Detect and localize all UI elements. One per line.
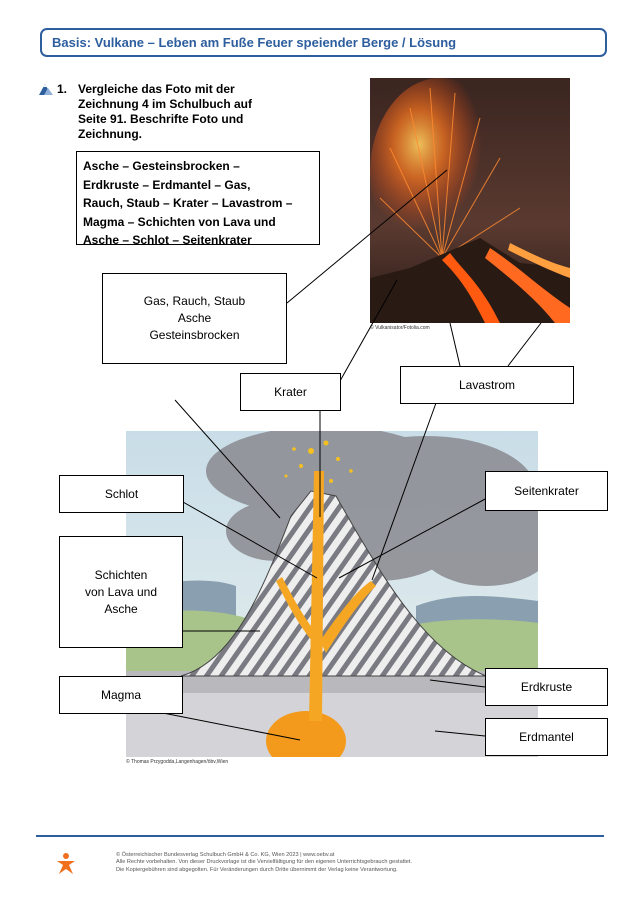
word-list-line: Magma – Schichten von Lava und	[83, 214, 276, 229]
word-list-line: Asche – Gesteinsbrocken –	[83, 159, 240, 173]
label-krater: Krater	[240, 373, 341, 411]
word-list-box: Asche – Gesteinsbrocken – Erdkruste – Er…	[76, 151, 320, 247]
page-title: Basis: Vulkane – Leben am Fuße Feuer spe…	[40, 28, 607, 57]
photo-credit: © Vulkanisator/Fotolia.com	[370, 325, 430, 331]
task-instruction: Vergleiche das Foto mit der Zeichnung 4 …	[78, 82, 278, 142]
footer-line-text: Die Kopiergebühren sind abgegolten. Für …	[116, 866, 398, 873]
word-list-line: Rauch, Staub – Krater – Lavastrom –	[83, 196, 293, 210]
label-seitenkrater: Seitenkrater	[485, 471, 608, 511]
label-line: Gas, Rauch, Staub	[143, 294, 246, 308]
publisher-logo-icon	[57, 853, 75, 874]
label-line: Asche	[104, 601, 138, 616]
label-schlot: Schlot	[59, 475, 184, 513]
footer-copyright: © Österreichischer Bundesverlag Schulbuc…	[116, 852, 576, 874]
label-magma: Magma	[59, 676, 183, 714]
task-line: Zeichnung 4 im Schulbuch auf	[78, 97, 253, 111]
word-list-line: Erdkruste – Erdmantel – Gas,	[83, 177, 251, 192]
label-line: Gesteinsbrocken	[149, 328, 240, 342]
footer-divider	[36, 835, 604, 837]
task-number: 1.	[57, 82, 68, 96]
volcano-photo	[370, 78, 570, 323]
word-list-line: Asche – Schlot – Seitenkrater	[83, 233, 252, 247]
footer-line-text: © Österreichischer Bundesverlag Schulbuc…	[116, 852, 335, 858]
volcano-cross-section-drawing	[126, 431, 538, 757]
label-line: Schichten	[94, 567, 148, 582]
label-line: Asche	[177, 311, 212, 325]
label-line: von Lava und	[84, 584, 158, 599]
drawing-credit: © Thomas Przygodda,Langenhagen/öbv,Wien	[126, 759, 229, 765]
label-erdmantel: Erdmantel	[485, 718, 608, 756]
label-erdkruste: Erdkruste	[485, 668, 608, 706]
mountain-icon	[39, 84, 53, 95]
task-line: Vergleiche das Foto mit der	[78, 82, 235, 96]
label-lavastrom: Lavastrom	[400, 366, 574, 404]
task-line: Zeichnung.	[78, 127, 142, 141]
label-gas-rauch-staub: Gas, Rauch, Staub Asche Gesteinsbrocken	[102, 273, 287, 364]
label-schichten-von-lava-und-asche: Schichten von Lava und Asche	[59, 536, 183, 648]
task-line: Seite 91. Beschrifte Foto und	[78, 112, 244, 126]
footer-line-text: Alle Rechte vorbehalten. Von dieser Druc…	[116, 859, 413, 866]
